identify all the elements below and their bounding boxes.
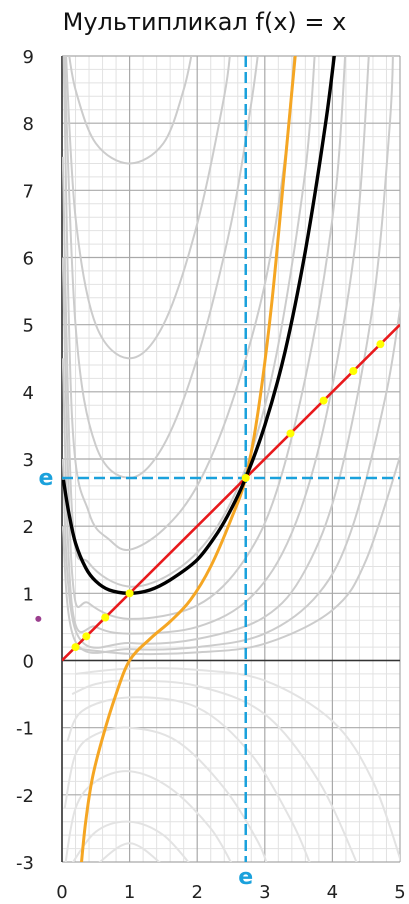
- chart-title: Мультипликал f(x) = x: [62, 8, 347, 36]
- series-identity: [62, 323, 400, 662]
- series-orange: [80, 56, 297, 862]
- family-curve: [63, 56, 259, 479]
- plot-area: [62, 56, 400, 862]
- y-tick-label: 4: [23, 383, 34, 404]
- family-curve: [62, 56, 296, 552]
- marked-point: [319, 396, 328, 405]
- y-tick-label: -2: [16, 786, 34, 807]
- marked-point: [241, 473, 250, 482]
- family-curve: [64, 770, 232, 862]
- family-curve: [62, 56, 347, 620]
- x-tick-label: 4: [327, 882, 338, 903]
- family-curve: [62, 301, 400, 654]
- family-curve: [68, 56, 193, 165]
- y-tick-label: 8: [23, 114, 34, 135]
- e-label-y: e: [39, 466, 54, 491]
- family-curve: [62, 56, 316, 588]
- marked-point: [101, 613, 110, 622]
- x-tick-label: 0: [56, 882, 67, 903]
- family-curve: [98, 842, 161, 862]
- y-tick-label: 3: [23, 450, 34, 471]
- y-tick-label: 5: [23, 316, 34, 337]
- marked-point: [125, 589, 134, 598]
- marked-point: [82, 632, 91, 641]
- x-tick-label: 2: [191, 882, 202, 903]
- family-curve: [75, 453, 400, 656]
- x-tick-label: 1: [124, 882, 135, 903]
- y-tick-label: 6: [23, 249, 34, 270]
- y-tick-label: 7: [23, 181, 34, 202]
- family-curve: [71, 820, 190, 862]
- stray-point: [35, 615, 42, 622]
- family-curve: [71, 679, 358, 862]
- y-tick-label: 1: [23, 584, 34, 605]
- family-curve: [66, 696, 311, 862]
- y-tick-label: 0: [23, 652, 34, 673]
- family-curve: [63, 726, 268, 862]
- family-curve: [65, 56, 231, 360]
- family-curve: [62, 56, 370, 635]
- marked-point: [349, 367, 358, 376]
- marked-point: [286, 429, 295, 438]
- x-tick-label: 3: [259, 882, 270, 903]
- family-curve: [75, 667, 400, 862]
- family-curve: [62, 56, 394, 649]
- marked-point: [376, 340, 385, 349]
- x-tick-label: 5: [394, 882, 405, 903]
- y-tick-label: 9: [23, 47, 34, 68]
- series-multiplical: [62, 56, 336, 596]
- e-label-x: e: [238, 865, 253, 890]
- y-tick-label: -1: [16, 719, 34, 740]
- y-tick-label: -3: [16, 853, 34, 874]
- marked-point: [71, 643, 80, 652]
- y-tick-label: 2: [23, 517, 34, 538]
